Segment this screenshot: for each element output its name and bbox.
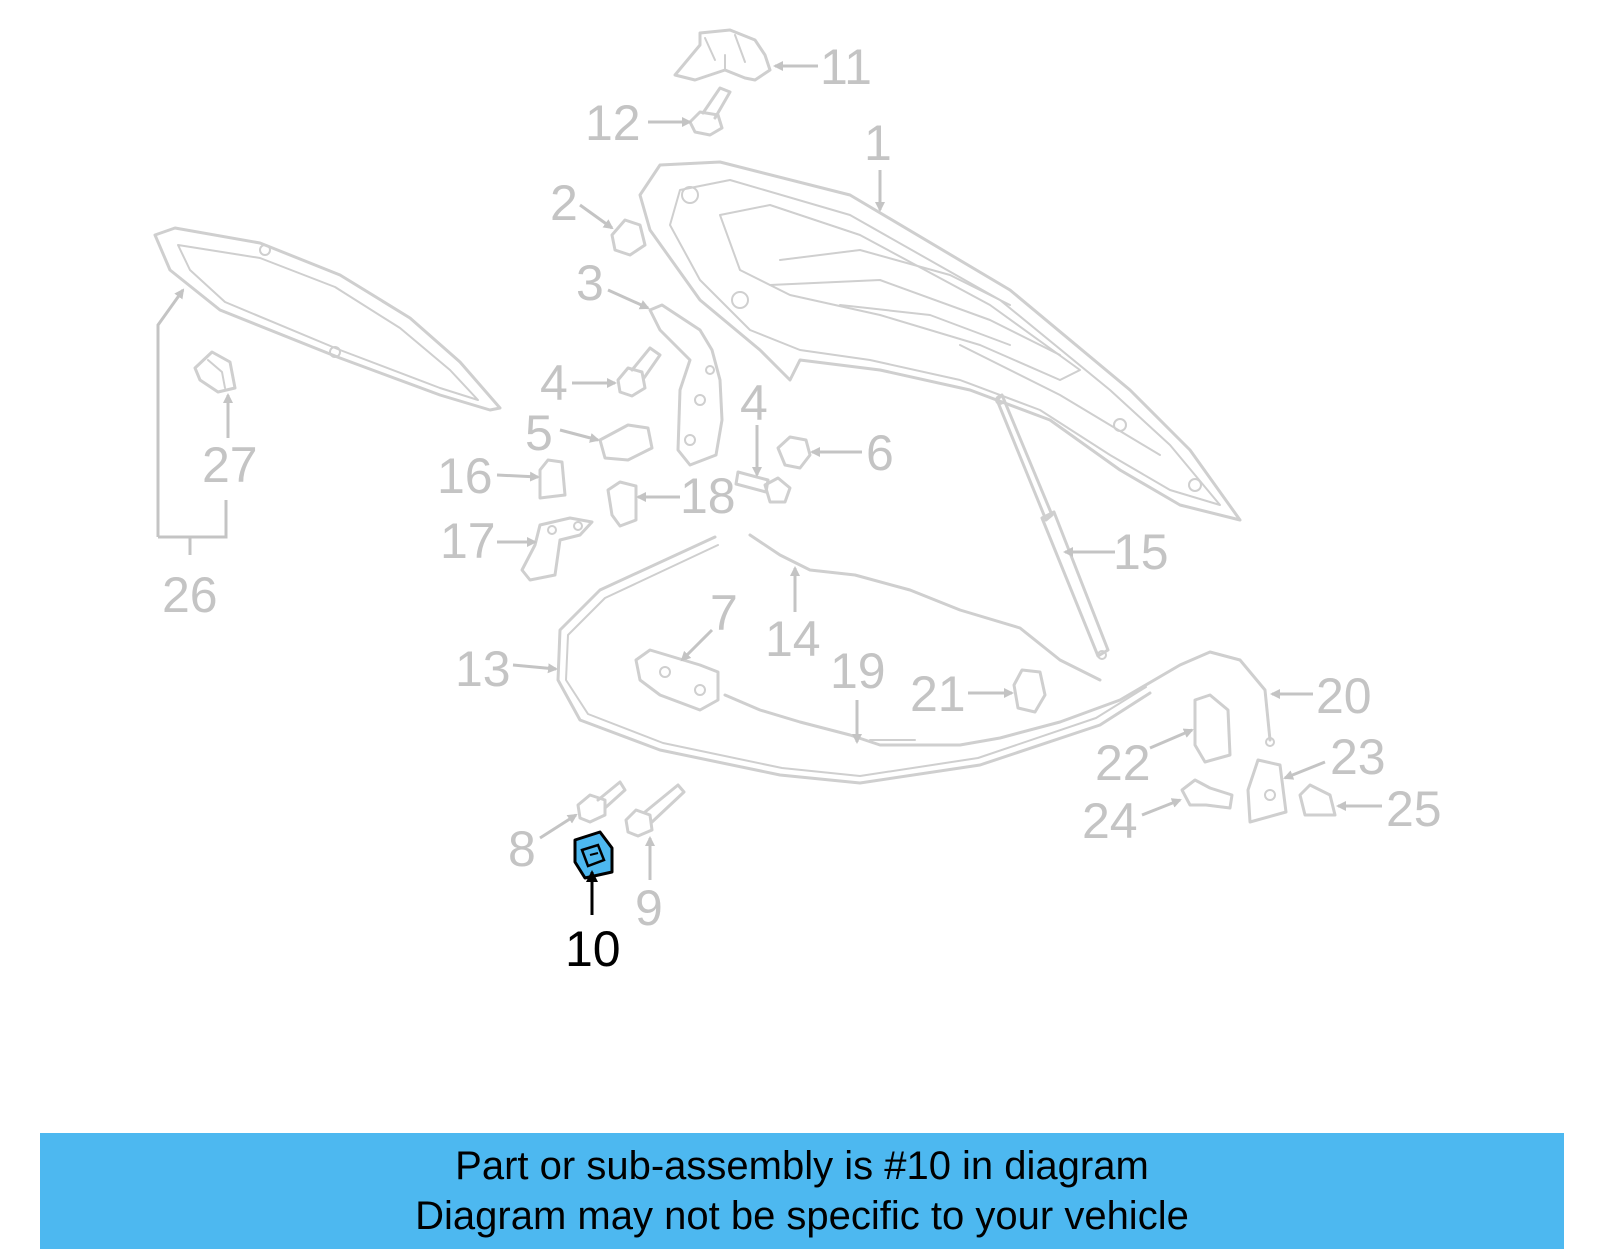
bolt-4b xyxy=(734,470,792,504)
seal-13 xyxy=(556,535,1152,785)
strut-15 xyxy=(995,393,1110,660)
callout-19: 19 xyxy=(830,643,886,699)
latch-7 xyxy=(634,648,720,712)
callout-15: 15 xyxy=(1113,524,1169,580)
bolt-4a xyxy=(616,346,662,398)
callout-16: 16 xyxy=(437,448,493,504)
callout-2: 2 xyxy=(550,175,578,231)
clip-6 xyxy=(776,435,812,470)
callout-labels: 1 2 3 4 4 5 6 7 8 9 10 11 12 13 14 15 16… xyxy=(162,39,1442,977)
callout-12: 12 xyxy=(585,95,641,151)
grommet-18 xyxy=(606,480,638,528)
release-cable-19-20 xyxy=(723,650,1275,747)
callout-24: 24 xyxy=(1082,793,1138,849)
nut-10-highlighted[interactable] xyxy=(573,830,614,880)
callout-14: 14 xyxy=(765,611,821,667)
banner-line-2: Diagram may not be specific to your vehi… xyxy=(415,1194,1189,1238)
callout-27: 27 xyxy=(202,437,258,493)
bracket-17 xyxy=(520,516,594,582)
callout-17: 17 xyxy=(440,513,496,569)
leader-lines xyxy=(156,61,1382,880)
hinge-3 xyxy=(648,303,724,467)
callout-4b: 4 xyxy=(740,375,768,431)
callout-26: 26 xyxy=(162,567,218,623)
callout-25: 25 xyxy=(1386,781,1442,837)
clip-25 xyxy=(1298,783,1337,817)
callout-9: 9 xyxy=(635,880,663,936)
callout-18: 18 xyxy=(680,468,736,524)
clip-21 xyxy=(1012,668,1047,714)
nut-5 xyxy=(598,423,654,462)
callout-21: 21 xyxy=(910,666,966,722)
callout-20: 20 xyxy=(1316,668,1372,724)
bolt-12 xyxy=(688,86,732,137)
banner-line-1: Part or sub-assembly is #10 in diagram xyxy=(455,1144,1149,1188)
callout-8: 8 xyxy=(508,821,536,877)
callout-11: 11 xyxy=(820,39,872,95)
hinge-11 xyxy=(673,28,772,82)
callout-4a: 4 xyxy=(540,355,568,411)
info-banner: Part or sub-assembly is #10 in diagram D… xyxy=(40,1133,1564,1249)
handle-22 xyxy=(1193,693,1232,764)
callout-22: 22 xyxy=(1095,735,1151,791)
bumper-16 xyxy=(538,458,567,500)
callout-1: 1 xyxy=(864,115,892,171)
cable-14 xyxy=(748,533,1102,682)
callout-6: 6 xyxy=(866,425,894,481)
callout-23: 23 xyxy=(1330,729,1386,785)
clip-27 xyxy=(193,350,237,394)
hood-panel xyxy=(638,160,1242,522)
bolt-24 xyxy=(1180,778,1234,810)
callout-5: 5 xyxy=(525,405,553,461)
callout-10: 10 xyxy=(565,921,621,977)
screw-9 xyxy=(624,783,686,838)
screw-8 xyxy=(576,780,627,824)
callout-3: 3 xyxy=(576,255,604,311)
callout-7: 7 xyxy=(710,585,738,641)
bumper-2 xyxy=(610,218,647,257)
bracket-23 xyxy=(1246,758,1288,824)
hood-insulator xyxy=(153,226,502,412)
callout-13: 13 xyxy=(455,641,511,697)
